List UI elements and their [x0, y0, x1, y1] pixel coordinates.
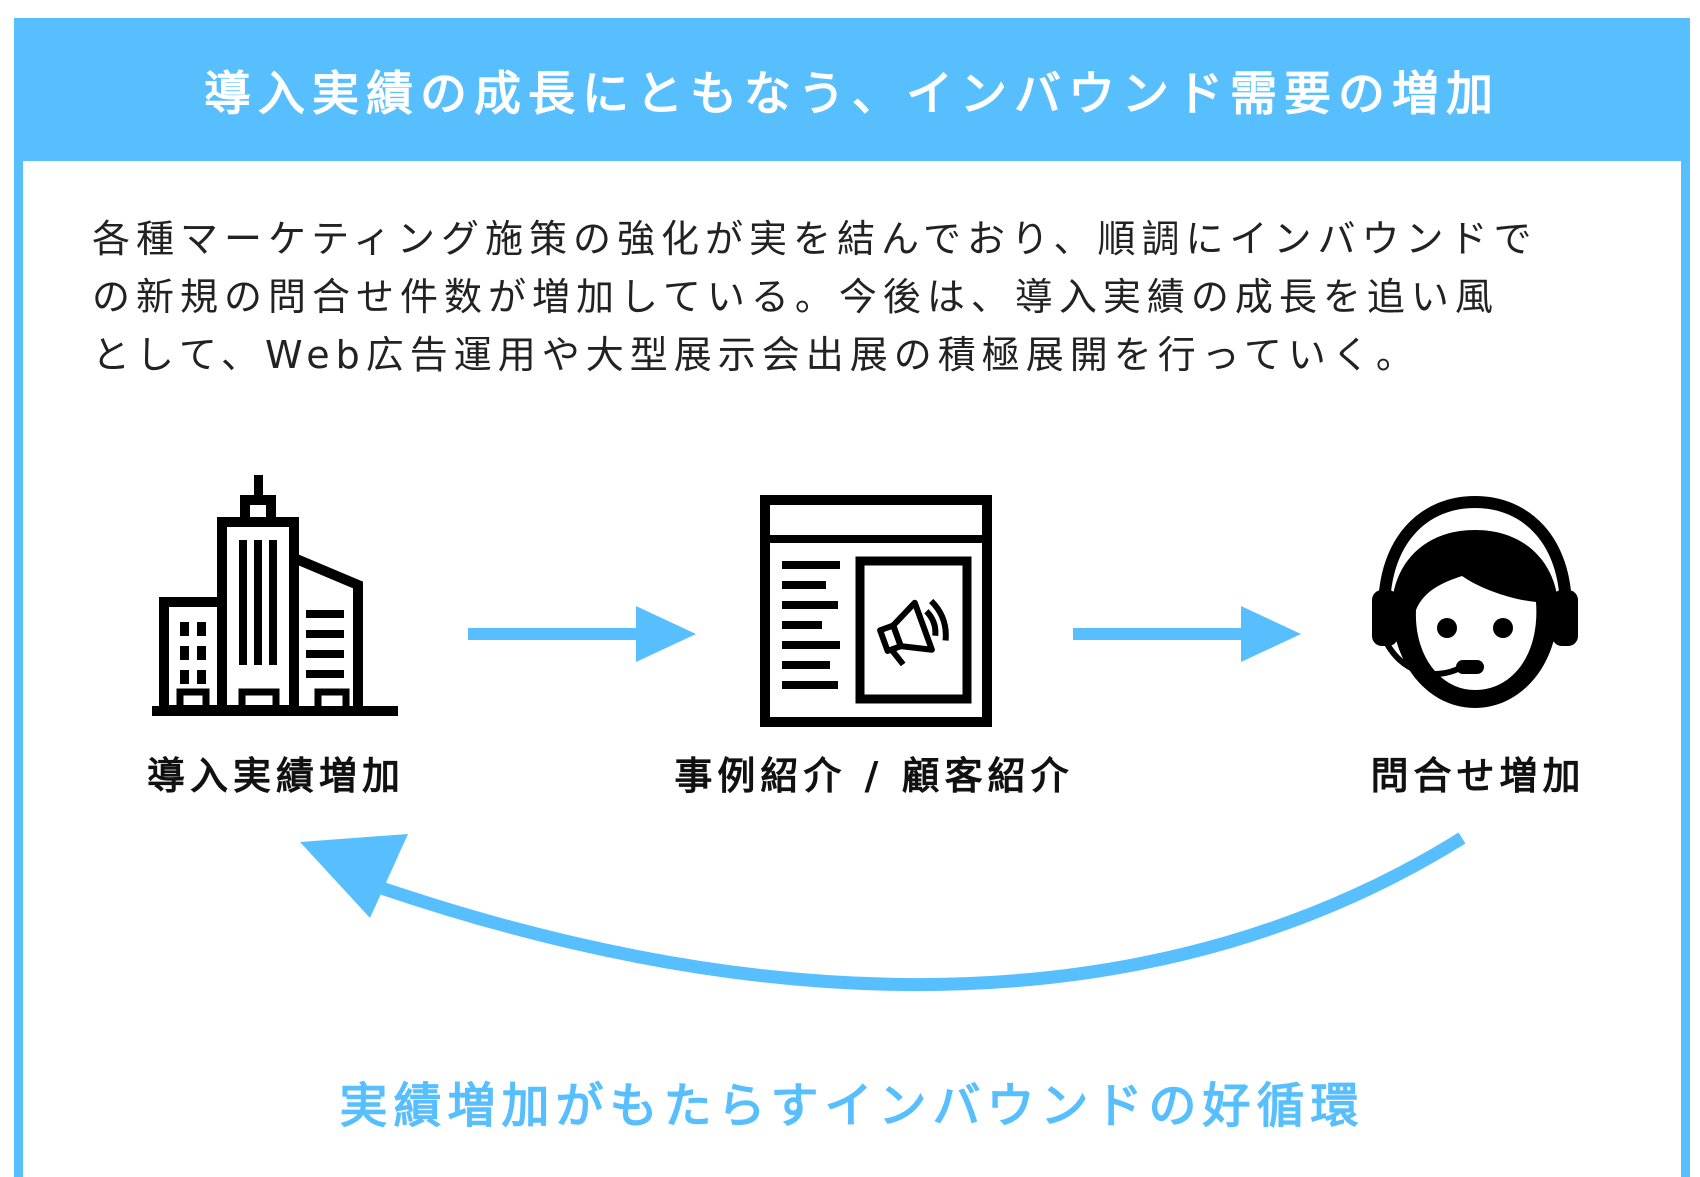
- content-frame: [14, 18, 1690, 1177]
- step-label: 導入実績増加: [146, 754, 406, 798]
- arrow-right-icon: [468, 606, 696, 662]
- office-buildings-icon: [152, 475, 398, 716]
- description-line: として、Web広告運用や大型展示会出展の積極展開を行っていく。: [92, 333, 1420, 377]
- description-line: の新規の問合せ件数が増加している。今後は、導入実績の成長を追い風: [92, 275, 1499, 319]
- arrow-right-icon: [1073, 606, 1301, 662]
- cycle-label: 実績増加がもたらすインバウンドの好循環: [339, 1078, 1365, 1134]
- description: 各種マーケティング施策の強化が実を結んでおり、順調にインバウンドで の新規の問合…: [92, 210, 1652, 384]
- description-line: 各種マーケティング施策の強化が実を結んでおり、順調にインバウンドで: [92, 217, 1538, 261]
- header-banner: 導入実績の成長にともなう、インバウンド需要の増加: [14, 18, 1690, 161]
- step-label: 事例紹介 / 顧客紹介: [674, 754, 1074, 798]
- web-page-megaphone-icon: [760, 495, 992, 727]
- curved-return-arrow-icon: [300, 832, 1466, 992]
- step-label: 問合せ増加: [1370, 754, 1586, 798]
- page-title: 導入実績の成長にともなう、インバウンド需要の増加: [204, 67, 1500, 122]
- headset-operator-icon: [1372, 495, 1578, 708]
